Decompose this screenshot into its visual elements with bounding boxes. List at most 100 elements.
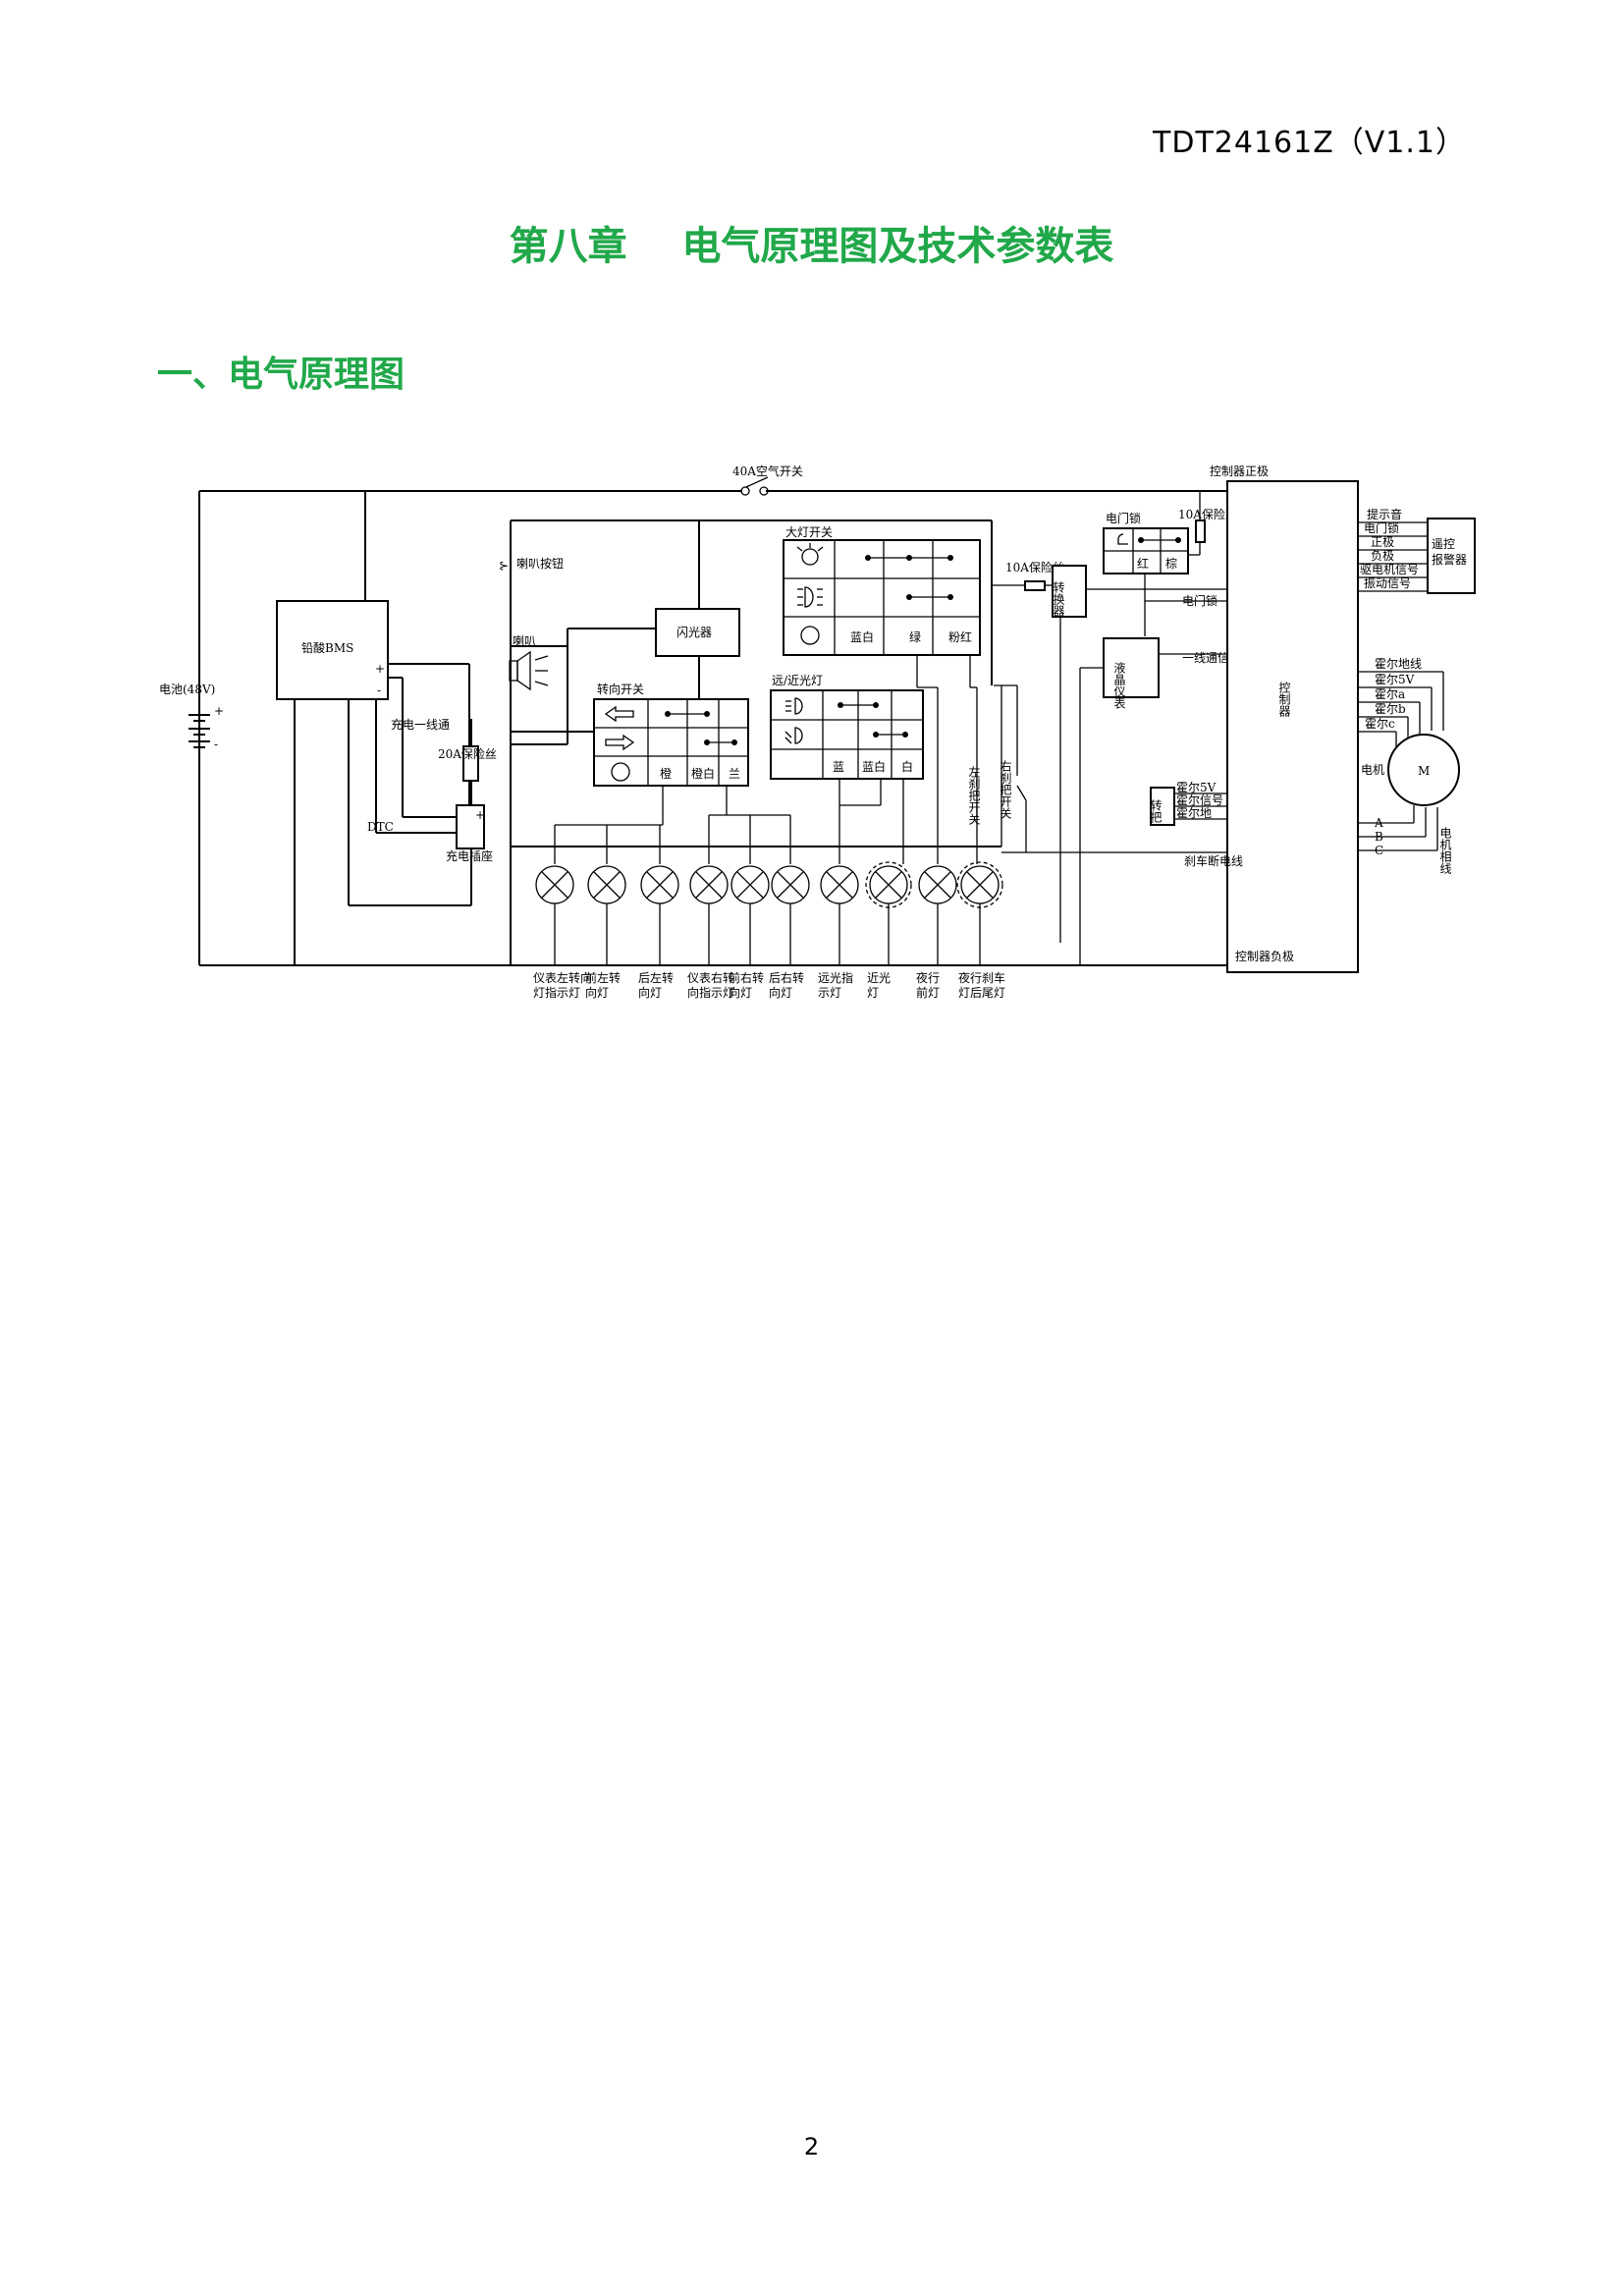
bulb-cross xyxy=(695,871,723,899)
door-lock-wiring xyxy=(1144,491,1227,636)
hall-c: 霍尔c xyxy=(1365,716,1395,731)
battery-plus: + xyxy=(214,704,224,718)
controller-box xyxy=(1226,480,1359,973)
remote-alarm-box xyxy=(1427,518,1476,594)
bulb-label: 近光灯 xyxy=(867,971,891,1000)
throttle-sig: 霍尔信号 xyxy=(1176,793,1223,807)
throttle-wiring xyxy=(1174,793,1227,820)
bulb-cross xyxy=(593,871,621,899)
flasher-box xyxy=(655,608,740,657)
rc-neg: 负极 xyxy=(1371,549,1394,563)
door-lock-brown: 棕 xyxy=(1165,556,1177,571)
hl-col-pink: 粉红 xyxy=(948,629,972,644)
fuse-20a-label: 20A保险丝 xyxy=(438,746,497,761)
air-switch xyxy=(740,476,769,496)
turn-col-lan: 兰 xyxy=(729,767,740,781)
horn-label: 喇叭 xyxy=(513,633,536,648)
beam-switch-table xyxy=(770,689,924,780)
door-lock-table xyxy=(1103,527,1189,574)
hall-b: 霍尔b xyxy=(1375,701,1406,716)
beam-switch-label: 远/近光灯 xyxy=(772,674,823,687)
dtc-label: DTC xyxy=(367,820,394,834)
hall-5v: 霍尔5V xyxy=(1375,672,1415,686)
battery-label: 电池(48V) xyxy=(159,683,215,696)
battery-minus: - xyxy=(214,738,218,751)
charge-port-plus: + xyxy=(475,808,485,822)
turn-col-orange: 橙 xyxy=(660,766,672,781)
main-wiring xyxy=(198,490,1227,966)
switch-wiring xyxy=(554,655,1002,864)
hall-a: 霍尔a xyxy=(1375,686,1405,701)
converter-wiring xyxy=(992,584,1227,943)
lcd-meter-box xyxy=(1103,637,1160,698)
rc-tone: 提示音 xyxy=(1367,507,1402,521)
bms-label: 铅酸BMS xyxy=(301,640,353,655)
ctrl-pos-label: 控制器正极 xyxy=(1210,465,1269,478)
motor-circle xyxy=(1387,734,1460,806)
turn-switch-table xyxy=(593,698,749,787)
bulb-cross xyxy=(541,871,568,899)
door-lock-wire-label: 电门锁 xyxy=(1182,593,1217,608)
motor-m: M xyxy=(1418,764,1430,778)
fuse-20a xyxy=(462,745,479,782)
converter-label: 转换器 xyxy=(1052,580,1065,618)
phase-c: C xyxy=(1375,844,1383,857)
motor-label: 电机 xyxy=(1361,763,1384,777)
bulb-cross xyxy=(646,871,674,899)
flasher-label: 闪光器 xyxy=(676,626,712,639)
bulb-cross xyxy=(777,871,804,899)
rc-pos: 正极 xyxy=(1371,535,1394,549)
remote-alarm-label-1: 遥控 xyxy=(1432,537,1455,551)
hl-col-bluewhite: 蓝白 xyxy=(850,629,874,644)
bulb-label: 后左转向灯 xyxy=(638,970,674,1000)
bulb-cross xyxy=(966,871,994,899)
hall-wiring xyxy=(1358,671,1444,851)
headlight-switch-table xyxy=(783,539,981,656)
light-panel-frame xyxy=(510,519,1001,965)
throttle-box xyxy=(1150,787,1175,826)
section-title: 一、电气原理图 xyxy=(157,355,406,395)
left-brake-label: 左刹把开关 xyxy=(967,765,981,825)
turn-switch-label: 转向开关 xyxy=(597,682,644,696)
remote-alarm-label-2: 报警器 xyxy=(1432,552,1467,567)
converter-box xyxy=(1052,565,1087,618)
bms-minus: - xyxy=(377,683,381,697)
rc-vib: 振动信号 xyxy=(1364,576,1411,590)
air-switch-label: 40A空气开关 xyxy=(732,464,803,478)
lcd-wiring xyxy=(1079,653,1227,965)
horn-icon xyxy=(509,650,549,691)
rc-lock: 电门锁 xyxy=(1364,520,1399,535)
hl-col-green: 绿 xyxy=(909,629,921,644)
lcd-meter-label: 液晶仪表 xyxy=(1112,661,1126,709)
bulb-label: 前右转向灯 xyxy=(729,970,764,1000)
charge-line-label: 充电一线通 xyxy=(391,717,450,732)
bulb-label: 前左转向灯 xyxy=(585,970,621,1000)
door-lock-red: 红 xyxy=(1137,556,1149,571)
electrical-schematic: 40A空气开关 电池(48V) + - 铅酸BMS + - 充电一线通 20A保… xyxy=(159,464,1476,1000)
controller-label: 控制器 xyxy=(1277,682,1291,718)
door-lock-label: 电门锁 xyxy=(1106,511,1141,525)
beam-col-white: 白 xyxy=(901,759,913,774)
bulb-cross xyxy=(826,871,853,899)
rc-motor: 驱电机信号 xyxy=(1360,563,1419,576)
charge-port-box xyxy=(456,804,485,849)
throttle-label: 转把 xyxy=(1149,798,1163,824)
remote-alarm-wiring xyxy=(1358,521,1428,592)
throttle-5v: 霍尔5V xyxy=(1176,780,1217,794)
bulb-label: 后右转向灯 xyxy=(769,970,804,1000)
motor-phase-label: 电机相线 xyxy=(1438,827,1452,874)
bulb-label: 夜行刹车灯后尾灯 xyxy=(958,970,1005,1000)
battery-symbol xyxy=(189,712,210,748)
horn-button-label: 喇叭按钮 xyxy=(516,556,564,571)
brake-switch-wiring xyxy=(994,684,1227,853)
fuse10b-label: 10A保险丝 xyxy=(1178,507,1237,521)
phase-b: B xyxy=(1375,830,1383,844)
turn-col-orangewhite: 橙白 xyxy=(691,766,715,781)
fuse-10a-lock xyxy=(1195,519,1206,543)
document-id: TDT24161Z（V1.1） xyxy=(1153,126,1466,160)
horn-button-symbol: ⊱ xyxy=(499,559,509,573)
chapter-title: 第八章 电气原理图及技术参数表 xyxy=(509,224,1114,269)
charge-port-label: 充电插座 xyxy=(446,848,493,863)
page-number: 2 xyxy=(803,2133,820,2160)
fuse-10a xyxy=(1024,580,1046,591)
